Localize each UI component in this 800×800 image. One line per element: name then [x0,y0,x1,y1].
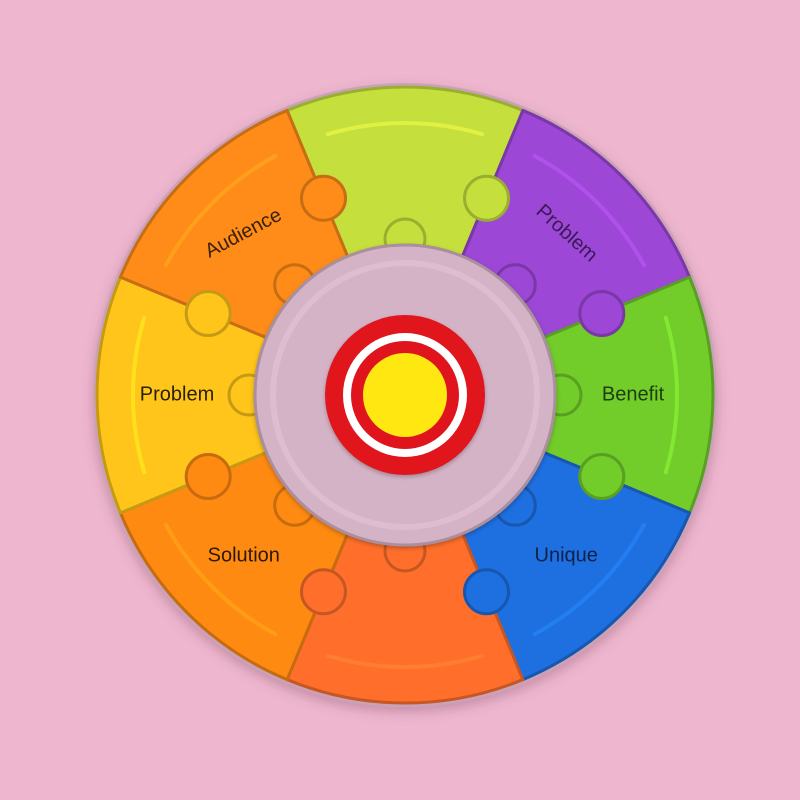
puzzle-tab [299,174,347,222]
puzzle-tab [463,174,511,222]
center-hub [253,243,557,547]
segment-highlight [663,315,679,475]
segment-highlight [325,121,485,137]
puzzle-tab [184,453,232,501]
segment-highlight [532,153,647,268]
label-left: Problem [140,383,214,405]
puzzle-tab [578,453,626,501]
puzzle-segments [95,85,715,705]
segment-highlight [131,315,147,475]
puzzle-tab [299,568,347,616]
hub-ring [270,260,540,530]
segment-highlight [163,522,278,637]
segment-highlight [325,653,485,669]
segment-highlight [532,522,647,637]
label-bottom-right: Unique [535,545,598,567]
label-right: Benefit [602,383,665,405]
target-center [363,353,447,437]
puzzle-tab [463,568,511,616]
segment-highlight [163,153,278,268]
label-bottom-left: Solution [208,545,280,567]
puzzle-tab [578,289,626,337]
puzzle-tab [184,289,232,337]
